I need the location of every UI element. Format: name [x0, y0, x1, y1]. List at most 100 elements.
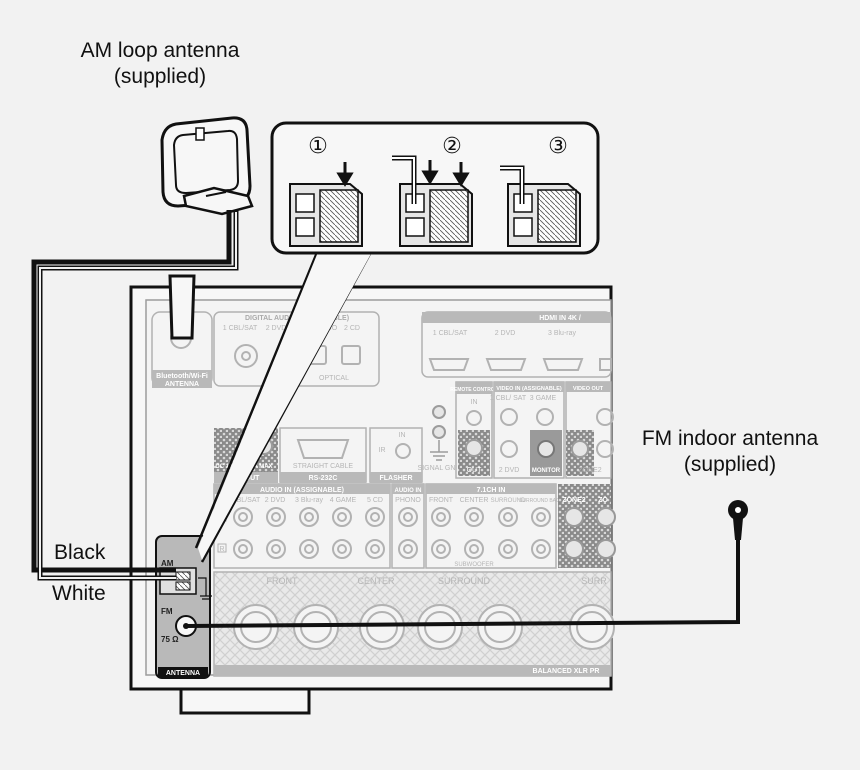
foot: [179, 687, 311, 715]
straight-cable-label: STRAIGHT CABLE: [293, 463, 353, 470]
am-antenna-name: AM loop antenna: [80, 39, 240, 62]
rs232c-label-bar: [280, 472, 366, 483]
flasher-label: FLASHER: [379, 475, 412, 482]
video-cbl-label: 1 CBL/ SAT: [490, 395, 527, 402]
hdmi-jack-3: [542, 358, 584, 371]
fm-antenna-name: FM indoor antenna: [641, 427, 819, 450]
am-terminal-lower: [175, 581, 191, 591]
am-ground-symbol: [198, 577, 212, 600]
ch71-label-bar: [426, 484, 556, 494]
xlr-front-label: FRONT: [267, 576, 298, 586]
step-3-number: ③: [548, 134, 568, 159]
am-loop-inner: [172, 129, 240, 195]
black-wire-label: Black: [54, 541, 106, 564]
fm-antenna-supplied: (supplied): [683, 453, 777, 476]
video-jack-3: [536, 408, 554, 426]
ground-symbol: [430, 440, 448, 461]
rs232c-label: RS-232C: [309, 475, 338, 482]
audio-game-label: 4 GAME: [330, 497, 357, 504]
am-terminal-label: AM: [161, 559, 174, 568]
audio-in-label-bar: [214, 484, 390, 494]
remote-control-label: REMOTE CONTROL: [450, 387, 498, 393]
ch71-jacks: [431, 507, 551, 559]
step-2-wire-core: [392, 157, 415, 204]
ch71-label: 7.1CH IN: [477, 487, 506, 494]
hdmi-jack-2: [485, 358, 527, 371]
right-mark-label: R: [219, 546, 224, 553]
zone2-jack-1: [564, 507, 584, 527]
xlr-label-bar: [214, 665, 611, 676]
monitor-jack: [537, 440, 555, 458]
bluetooth-label-bar: [152, 370, 212, 388]
flasher-label-bar: [370, 472, 422, 483]
remote-out-label: OUT: [467, 467, 483, 474]
audio-in-phono-label: AUDIO IN: [395, 488, 422, 494]
flasher-jack: [395, 443, 411, 459]
bluetooth-label: Bluetooth/Wi-Fi: [156, 373, 208, 380]
video-game-label: 3 GAME: [530, 395, 557, 402]
fm-terminal-label: FM: [161, 607, 173, 616]
rs232c-port: [296, 439, 350, 459]
hdmi-jack-1: [428, 358, 470, 371]
xlr-surr-label: SURR: [581, 576, 607, 586]
ch71-center-label: CENTER: [460, 497, 489, 504]
step-1-terminal: [289, 162, 363, 247]
am-loop-base-slot: [205, 191, 227, 197]
am-wire-black: [31, 210, 232, 573]
remote-label-bar: [456, 382, 492, 394]
antenna-section-label: ANTENNA: [166, 670, 200, 677]
step-3-terminal: [500, 165, 581, 247]
video-out-label-bar: [566, 382, 611, 392]
step-3-wire-core: [500, 167, 523, 204]
step-2-arrow-b: [452, 162, 470, 187]
step-2-arrow-a: [421, 160, 439, 185]
audio-dvd-label: 2 DVD: [265, 497, 286, 504]
zone2-label: ZONE2: [578, 467, 601, 474]
hdmi-bluray-label: 3 Blu-ray: [548, 330, 577, 337]
video-out-label: VIDEO OUT: [573, 386, 604, 392]
digital-cbl-label: 1 CBL/SAT: [223, 325, 258, 332]
am-wire-white-core: [39, 212, 237, 579]
signal-gnd-screw-top: [432, 405, 446, 419]
digital-dvd-label: 2 DVD: [266, 325, 287, 332]
zone2-jack-2: [564, 539, 584, 559]
optical-label: OPTICAL: [319, 375, 349, 382]
receiver-rear-panel: Bluetooth/Wi-Fi ANTENNA DIGITAL AUDIO (A…: [129, 274, 616, 715]
audio-rca-jacks: [233, 507, 385, 559]
signal-gnd-label: SIGNAL GND: [418, 465, 461, 472]
video-out-jack-y: [596, 408, 614, 426]
hdmi-label-bar: [422, 312, 611, 323]
zone2-jack-3: [596, 507, 616, 527]
fm-antenna-neck: [733, 518, 743, 540]
optical-jack-2: [341, 345, 361, 365]
hdmi-in-label: HDMI IN 4K /: [539, 315, 581, 322]
remote-in-label: IN: [471, 399, 478, 406]
hdmi-dvd-label: 2 DVD: [495, 330, 516, 337]
zo-label: ZO: [598, 497, 608, 504]
am-antenna-supplied: (supplied): [113, 65, 207, 88]
step-2-terminal: [392, 155, 473, 247]
coaxial-jack-inner: [241, 351, 251, 361]
ch71-surround-label: SURROUND: [491, 498, 526, 504]
zone2-jack-4: [596, 539, 616, 559]
bluetooth-antenna-label: ANTENNA: [165, 381, 199, 388]
video-dvd-label: 2 DVD: [499, 467, 520, 474]
fm-indoor-antenna: [185, 500, 748, 628]
subwoofer-label: SUBWOOFER: [454, 562, 494, 568]
white-wire-label: White: [52, 582, 106, 605]
am-loop-stand: [182, 186, 254, 216]
coaxial-jack: [234, 344, 258, 368]
hdmi-cbl-label: 1 CBL/SAT: [433, 330, 468, 337]
am-terminal-upper: [175, 571, 191, 581]
monitor-label: MONITOR: [532, 468, 561, 474]
fm-ohm-label: 75 Ω: [161, 635, 179, 644]
xlr-center-label: CENTER: [357, 576, 395, 586]
signal-gnd-screw-bottom: [432, 425, 446, 439]
step-2-number: ②: [442, 134, 462, 159]
fm-antenna-label: FM indoor antenna (supplied): [600, 426, 860, 478]
right-marker: [217, 543, 227, 553]
antenna-label-bar: [158, 667, 208, 677]
digital-cd-label: 2 CD: [344, 325, 360, 332]
